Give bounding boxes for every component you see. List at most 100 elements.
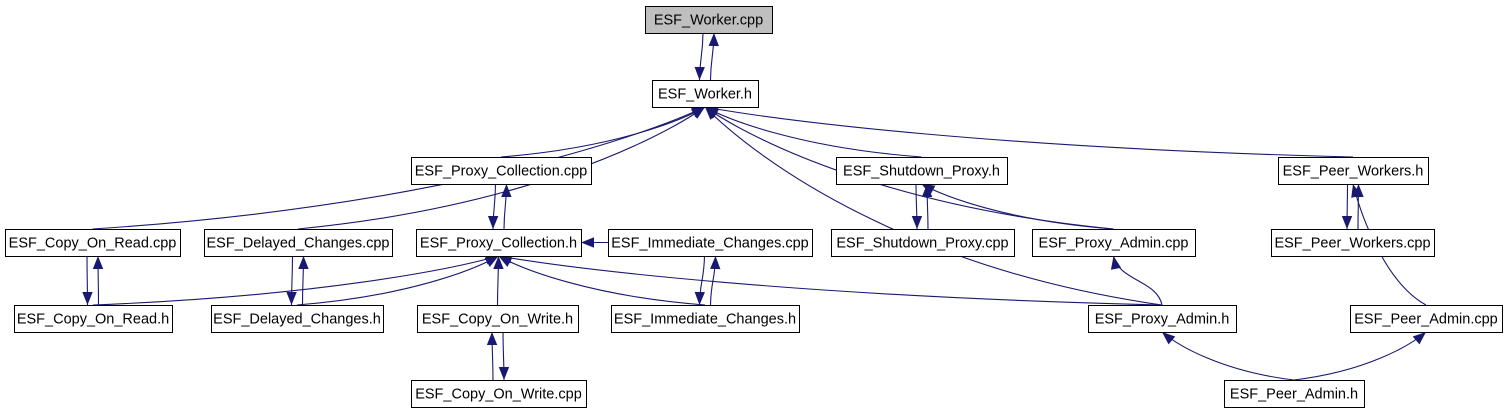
arrowhead-icon: [1110, 256, 1122, 270]
node-box-shutdown_proxy_h[interactable]: [836, 157, 1008, 185]
node-box-peer_admin_cpp[interactable]: [1350, 305, 1503, 333]
node-copy_on_write_cpp[interactable]: ESF_Copy_On_Write.cpp: [411, 380, 587, 408]
node-peer_admin_cpp[interactable]: ESF_Peer_Admin.cpp: [1350, 305, 1503, 333]
node-immediate_changes_h[interactable]: ESF_Immediate_Changes.h: [611, 305, 800, 333]
node-box-proxy_admin_cpp[interactable]: [1032, 229, 1196, 257]
node-box-immediate_changes_h[interactable]: [611, 305, 800, 333]
node-delayed_changes_h[interactable]: ESF_Delayed_Changes.h: [211, 305, 384, 333]
node-label-proxy_admin_h: ESF_Proxy_Admin.h: [1095, 311, 1230, 327]
node-label-proxy_collection_h: ESF_Proxy_Collection.h: [420, 235, 577, 251]
node-box-delayed_changes_cpp[interactable]: [204, 229, 393, 257]
node-peer_admin_h[interactable]: ESF_Peer_Admin.h: [1224, 380, 1365, 408]
node-worker_h[interactable]: ESF_Worker.h: [652, 80, 759, 108]
arrowhead-icon: [710, 256, 721, 270]
arrowhead-icon: [1162, 332, 1176, 345]
node-label-immediate_changes_h: ESF_Immediate_Changes.h: [614, 311, 796, 327]
node-label-immediate_changes_cpp: ESF_Immediate_Changes.cpp: [611, 235, 808, 251]
edge-proxy_collection_cpp-to-proxy_collection_h: [487, 183, 499, 230]
node-box-peer_workers_cpp[interactable]: [1271, 229, 1435, 257]
edge-copy_on_write_h-to-proxy_collection_h: [493, 255, 504, 306]
node-label-copy_on_write_h: ESF_Copy_On_Write.h: [422, 311, 573, 327]
node-label-proxy_collection_cpp: ESF_Proxy_Collection.cpp: [415, 163, 587, 179]
node-box-shutdown_proxy_cpp[interactable]: [831, 229, 1015, 257]
node-copy_on_read_cpp[interactable]: ESF_Copy_On_Read.cpp: [5, 229, 181, 257]
edge-copy_on_write_cpp-to-copy_on_write_h: [486, 331, 498, 381]
edge-immediate_changes_h-to-immediate_changes_cpp: [709, 255, 721, 306]
node-box-peer_admin_h[interactable]: [1224, 380, 1365, 408]
arrowhead-icon: [708, 33, 720, 47]
node-label-peer_admin_cpp: ESF_Peer_Admin.cpp: [1354, 311, 1497, 327]
edge-peer_workers_h-to-peer_workers_cpp: [1341, 183, 1353, 230]
arrowhead-icon: [921, 184, 936, 195]
edges-layer: [82, 32, 1427, 381]
arrowhead-icon: [286, 291, 297, 305]
arrowhead-icon: [82, 291, 93, 305]
node-box-proxy_collection_h[interactable]: [416, 229, 582, 257]
edge-proxy_admin_cpp-to-shutdown_proxy_h: [921, 183, 1114, 230]
node-proxy_collection_h[interactable]: ESF_Proxy_Collection.h: [416, 229, 582, 257]
node-box-copy_on_read_h[interactable]: [14, 305, 173, 333]
node-proxy_admin_h[interactable]: ESF_Proxy_Admin.h: [1088, 305, 1237, 333]
node-proxy_admin_cpp[interactable]: ESF_Proxy_Admin.cpp: [1032, 229, 1196, 257]
node-box-proxy_admin_h[interactable]: [1088, 305, 1237, 333]
node-worker_cpp[interactable]: ESF_Worker.cpp: [645, 6, 773, 34]
edge-proxy_collection_cpp-to-worker_h: [500, 106, 706, 158]
arrowhead-icon: [1412, 332, 1426, 345]
arrowhead-icon: [486, 332, 498, 346]
node-box-copy_on_write_cpp[interactable]: [411, 380, 587, 408]
node-box-delayed_changes_h[interactable]: [211, 305, 384, 333]
node-label-proxy_admin_cpp: ESF_Proxy_Admin.cpp: [1039, 235, 1189, 251]
node-shutdown_proxy_h[interactable]: ESF_Shutdown_Proxy.h: [836, 157, 1008, 185]
node-label-delayed_changes_cpp: ESF_Delayed_Changes.cpp: [207, 235, 390, 251]
node-copy_on_write_h[interactable]: ESF_Copy_On_Write.h: [417, 305, 579, 333]
edge-delayed_changes_h-to-delayed_changes_cpp: [298, 255, 309, 306]
arrowhead-icon: [493, 256, 504, 270]
edge-delayed_changes_cpp-to-delayed_changes_h: [286, 255, 297, 306]
arrowhead-icon: [581, 237, 594, 248]
node-peer_workers_cpp[interactable]: ESF_Peer_Workers.cpp: [1271, 229, 1435, 257]
edge-copy_on_read_cpp-to-copy_on_read_h: [82, 255, 93, 306]
edge-delayed_changes_h-to-proxy_collection_h: [296, 255, 499, 306]
edge-peer_admin_h-to-proxy_admin_h: [1161, 331, 1295, 381]
arrowhead-icon: [1351, 184, 1362, 198]
edge-shutdown_proxy_h-to-worker_h: [704, 106, 922, 158]
node-label-peer_admin_h: ESF_Peer_Admin.h: [1230, 386, 1358, 402]
node-box-worker_cpp[interactable]: [645, 6, 773, 34]
node-box-worker_h[interactable]: [652, 80, 759, 108]
node-proxy_collection_cpp[interactable]: ESF_Proxy_Collection.cpp: [411, 157, 592, 185]
node-box-copy_on_read_cpp[interactable]: [5, 229, 181, 257]
node-box-copy_on_write_h[interactable]: [417, 305, 579, 333]
edge-copy_on_read_h-to-copy_on_read_cpp: [92, 255, 104, 306]
node-immediate_changes_cpp[interactable]: ESF_Immediate_Changes.cpp: [608, 229, 813, 257]
node-label-copy_on_write_cpp: ESF_Copy_On_Write.cpp: [415, 386, 582, 402]
arrowhead-icon: [501, 184, 512, 198]
node-copy_on_read_h[interactable]: ESF_Copy_On_Read.h: [14, 305, 173, 333]
edge-worker_h-to-worker_cpp: [708, 32, 720, 81]
edge-peer_admin_h-to-peer_admin_cpp: [1293, 331, 1427, 381]
node-box-peer_workers_h[interactable]: [1278, 157, 1429, 185]
node-peer_workers_h[interactable]: ESF_Peer_Workers.h: [1278, 157, 1429, 185]
arrowhead-icon: [694, 291, 705, 305]
node-label-peer_workers_cpp: ESF_Peer_Workers.cpp: [1274, 235, 1430, 251]
edge-peer_workers_h-to-worker_h: [704, 104, 1354, 158]
edge-copy_on_read_cpp-to-worker_h: [92, 106, 706, 230]
arrowhead-icon: [1341, 215, 1353, 229]
node-box-immediate_changes_cpp[interactable]: [608, 229, 813, 257]
arrowhead-icon: [911, 215, 923, 229]
node-shutdown_proxy_cpp[interactable]: ESF_Shutdown_Proxy.cpp: [831, 229, 1015, 257]
node-label-copy_on_read_cpp: ESF_Copy_On_Read.cpp: [9, 235, 177, 251]
arrowhead-icon: [298, 256, 309, 270]
edge-copy_on_write_h-to-copy_on_write_cpp: [498, 331, 510, 381]
node-label-worker_h: ESF_Worker.h: [658, 86, 752, 102]
node-label-shutdown_proxy_cpp: ESF_Shutdown_Proxy.cpp: [836, 235, 1008, 251]
node-label-worker_cpp: ESF_Worker.cpp: [654, 12, 763, 28]
edge-proxy_admin_h-to-proxy_collection_h: [498, 253, 1163, 306]
node-delayed_changes_cpp[interactable]: ESF_Delayed_Changes.cpp: [204, 229, 393, 257]
edge-proxy_collection_h-to-proxy_collection_cpp: [501, 183, 512, 230]
arrowhead-icon: [705, 107, 718, 120]
edge-worker_cpp-to-worker_h: [694, 32, 705, 81]
node-box-proxy_collection_cpp[interactable]: [411, 157, 592, 185]
node-label-peer_workers_h: ESF_Peer_Workers.h: [1283, 163, 1424, 179]
